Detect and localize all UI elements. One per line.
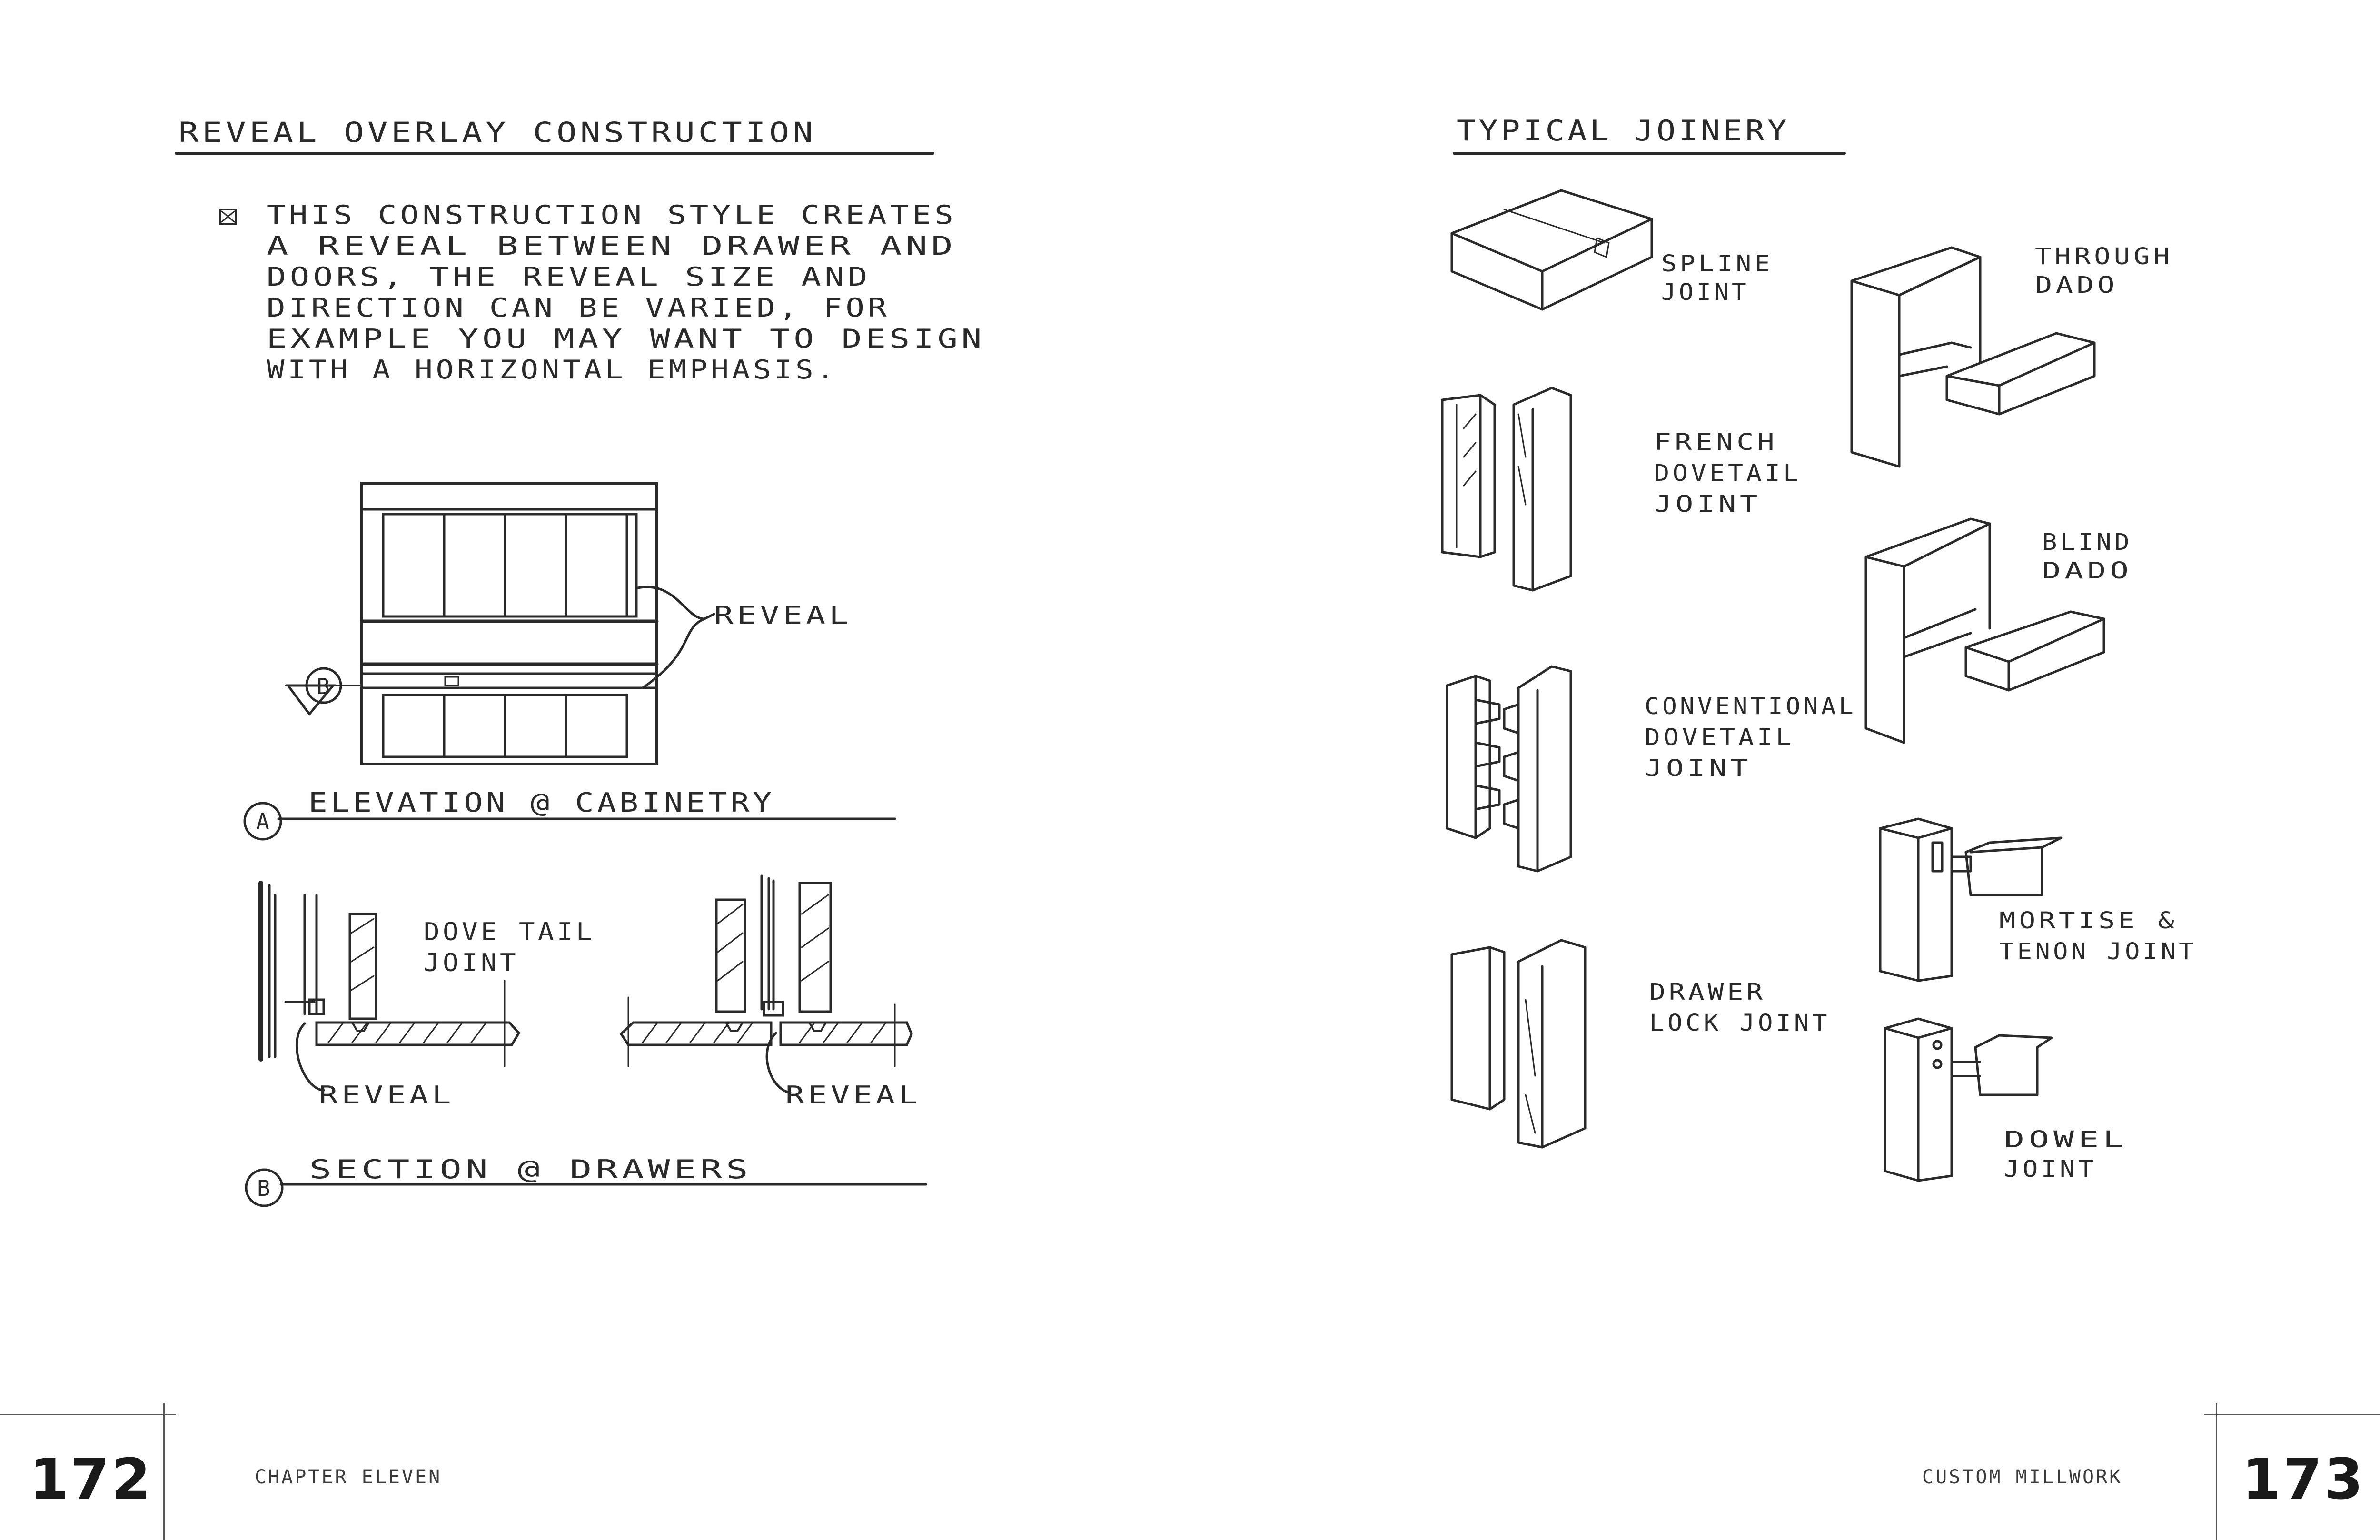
conventional-dovetail-label-1: CONVENTIONAL	[1645, 693, 1856, 720]
section-reveal-left: REVEAL	[319, 1081, 455, 1110]
french-dovetail-label-3: JOINT	[1654, 491, 1761, 517]
elevation-section-marker: B	[317, 674, 333, 699]
section-caption-marker: B	[257, 1175, 273, 1201]
bullet-line-3: DOORS, THE REVEAL SIZE AND	[267, 262, 871, 292]
running-head-right: CUSTOM MILLWORK	[1922, 1466, 2123, 1488]
running-head-left: CHAPTER ELEVEN	[255, 1466, 442, 1488]
section-reveal-right: REVEAL	[785, 1081, 921, 1110]
elevation-caption: ELEVATION @ CABINETRY	[308, 787, 775, 818]
page-number-left: 172	[30, 1446, 153, 1512]
dowel-label-1: DOWEL	[2004, 1126, 2128, 1153]
elevation-reveal-label: REVEAL	[714, 601, 852, 630]
bullet-line-2: A REVEAL BETWEEN DRAWER AND	[267, 231, 957, 261]
spline-label-1: SPLINE	[1661, 250, 1773, 277]
through-dado-label-1: THROUGH	[2035, 243, 2173, 270]
conventional-dovetail-label-3: JOINT	[1645, 755, 1752, 782]
mortise-tenon-label-1: MORTISE &	[1999, 907, 2178, 934]
left-page-title: REVEAL OVERLAY CONSTRUCTION	[178, 116, 816, 149]
bullet-line-4: DIRECTION CAN BE VARIED, FOR	[267, 293, 890, 323]
left-page: REVEAL OVERLAY CONSTRUCTION THIS CONSTRU…	[0, 116, 985, 1540]
blind-dado-label-1: BLIND	[2042, 529, 2132, 556]
folio-rule-horizontal-left	[0, 1414, 176, 1415]
section-caption: SECTION @ DRAWERS	[309, 1154, 752, 1184]
folio-rule-vertical-left	[163, 1403, 165, 1540]
right-page: TYPICAL JOINERY SPLINE JOINT THROUGH DAD…	[1190, 0, 2380, 1540]
conventional-dovetail-label-2: DOVETAIL	[1645, 724, 1795, 751]
through-dado-label-2: DADO	[2035, 272, 2118, 298]
french-dovetail-label-2: DOVETAIL	[1654, 460, 1802, 487]
elevation-caption-marker: A	[256, 809, 272, 835]
dowel-label-2: JOINT	[2004, 1156, 2097, 1182]
french-dovetail-label-1: FRENCH	[1654, 429, 1778, 456]
left-page-sketches: REVEAL OVERLAY CONSTRUCTION THIS CONSTRU…	[175, 116, 985, 1207]
right-page-sketches: TYPICAL JOINERY SPLINE JOINT THROUGH DAD…	[1441, 114, 2197, 1182]
spline-label-2: JOINT	[1661, 279, 1749, 306]
section-joint-label-1: DOVE TAIL	[424, 918, 595, 946]
folio-rule-horizontal-right	[2204, 1414, 2380, 1415]
page-number-right: 173	[2242, 1446, 2365, 1512]
bullet-line-5: EXAMPLE YOU MAY WANT TO DESIGN	[267, 324, 985, 354]
mortise-tenon-label-2: TENON JOINT	[1999, 938, 2197, 965]
bullet-line-1: THIS CONSTRUCTION STYLE CREATES	[267, 200, 957, 230]
drawer-lock-label-2: LOCK JOINT	[1649, 1010, 1830, 1036]
section-joint-label-2: JOINT	[424, 949, 519, 977]
bullet-line-6: WITH A HORIZONTAL EMPHASIS.	[267, 355, 838, 385]
right-page-title: TYPICAL JOINERY	[1457, 114, 1790, 148]
blind-dado-label-2: DADO	[2042, 557, 2132, 584]
folio-rule-vertical-right	[2216, 1403, 2217, 1540]
drawer-lock-label-1: DRAWER	[1649, 979, 1766, 1005]
